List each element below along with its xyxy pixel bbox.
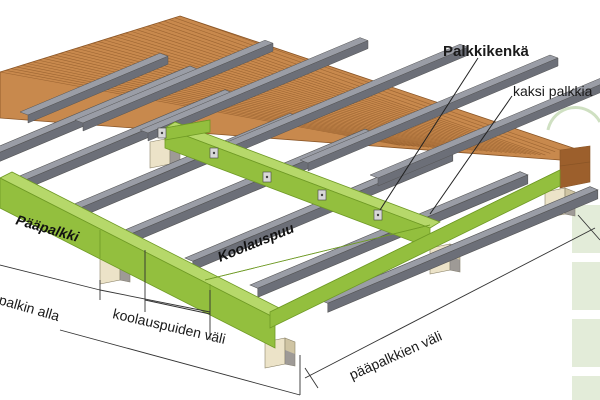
deck-edge-line — [559, 161, 591, 167]
joist-side — [307, 57, 559, 172]
dimension-line-beam-spacing — [304, 227, 596, 379]
joist-side — [377, 84, 600, 187]
cross-beam-side — [204, 224, 431, 281]
dimension-lines — [0, 214, 600, 396]
side-panel — [572, 319, 600, 367]
hanger-nail — [320, 193, 324, 197]
deck-board-line — [114, 36, 502, 153]
joist-side — [27, 55, 169, 124]
rim-beam-right-side — [269, 169, 561, 329]
joist-top — [369, 78, 600, 179]
hanger-nail — [376, 213, 380, 217]
deck-board-line — [125, 32, 512, 154]
deck-board-line — [141, 27, 527, 155]
joist-side — [147, 40, 369, 142]
leader-lines — [379, 57, 513, 215]
deck-board-line — [147, 25, 532, 155]
hanger-nail — [265, 175, 269, 179]
label-kaksi-palkkia: kaksi palkkia — [513, 83, 593, 99]
side-panels — [546, 105, 600, 400]
decorative-arc — [546, 105, 600, 131]
post-shadow — [285, 350, 295, 366]
label-paapalkkien-vali: pääpalkkien väli — [347, 328, 445, 383]
joist-side — [327, 189, 599, 313]
dimension-line — [0, 264, 101, 291]
deck-board-line — [119, 34, 507, 153]
dimension-line — [59, 329, 301, 396]
joist-hangers — [157, 127, 383, 221]
dimension-line-spacing — [144, 299, 211, 315]
dimension-line — [99, 289, 211, 313]
label-palkin-alla: palkin alla — [0, 292, 62, 325]
joist-side — [257, 174, 529, 298]
main-beams — [0, 119, 561, 349]
deck-board-line — [136, 29, 522, 154]
side-panel — [572, 205, 600, 253]
side-panel — [572, 262, 600, 310]
deck-edge — [559, 145, 591, 189]
dimension-tick — [577, 214, 600, 241]
dimension-tick — [304, 367, 319, 389]
hanger-nail — [212, 151, 216, 155]
label-palkkikenka: Palkkikenkä — [443, 43, 530, 60]
joist-side — [82, 42, 274, 132]
hanger-nail — [160, 131, 164, 135]
leader-kaksi-palkkia — [429, 95, 513, 215]
deck-board-line — [130, 30, 517, 154]
deck-board-line — [109, 37, 498, 153]
leader-palkkikenka — [379, 57, 479, 211]
main-beam-front-side — [0, 177, 276, 349]
side-panel — [572, 376, 600, 400]
deck-board-line — [103, 39, 493, 152]
